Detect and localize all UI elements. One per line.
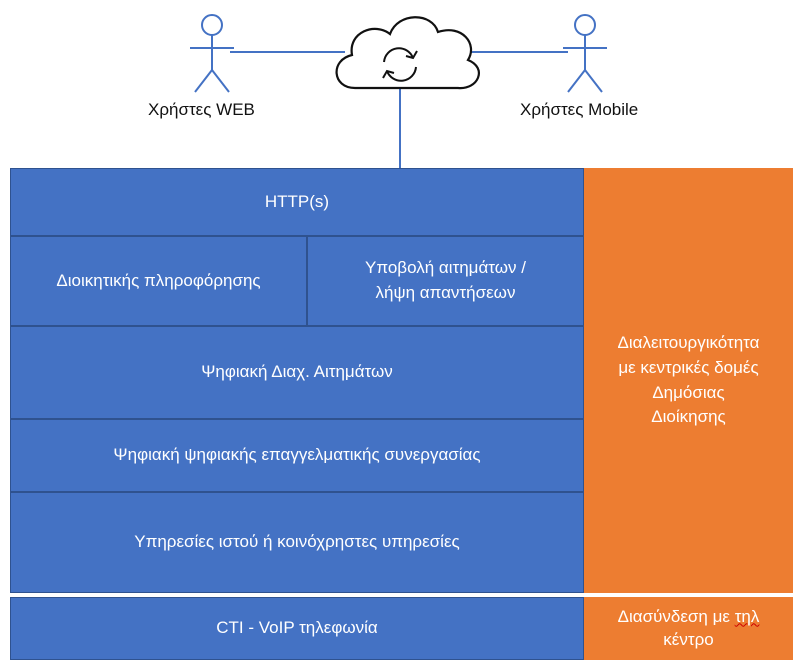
interoperability-line4: Διοίκησης bbox=[651, 407, 726, 427]
sync-icon bbox=[382, 47, 418, 82]
web-user-person-icon bbox=[190, 14, 234, 93]
http-label: HTTP(s) bbox=[264, 191, 330, 211]
submit-requests-line1: Υποβολή αιτημάτων / bbox=[365, 258, 526, 278]
submit-requests-block: Υποβολή αιτημάτων / λήψη απαντήσεων bbox=[307, 236, 584, 326]
web-services-block: Υπηρεσίες ιστού ή κοινόχρηστες υπηρεσίες bbox=[10, 492, 584, 593]
call-center-line2: κέντρο bbox=[663, 629, 714, 649]
call-center-line1-abbrev: τηλ bbox=[734, 606, 760, 626]
interoperability-line1: Διαλειτουργικότητα bbox=[617, 333, 760, 353]
mobile-users-label: Χρήστες Mobile bbox=[520, 100, 639, 119]
digital-management-label: Ψηφιακή Διαχ. Αιτημάτων bbox=[201, 362, 393, 382]
collaboration-label: Ψηφιακή ψηφιακής επαγγελματικής συνεργασ… bbox=[113, 445, 481, 465]
admin-info-block: Διοικητικής πληροφόρησης bbox=[10, 236, 307, 326]
cti-voip-label: CTI - VoIP τηλεφωνία bbox=[216, 618, 378, 638]
submit-requests-line2: λήψη απαντήσεων bbox=[375, 283, 516, 302]
call-center-line1-text: Διασύνδεση με bbox=[617, 606, 735, 626]
call-center-block: Διασύνδεση με τηλ κέντρο bbox=[584, 597, 793, 660]
web-users-label: Χρήστες WEB bbox=[148, 100, 255, 119]
interoperability-block: Διαλειτουργικότητα με κεντρικές δομές Δη… bbox=[584, 168, 793, 593]
cti-voip-block: CTI - VoIP τηλεφωνία bbox=[10, 597, 584, 660]
cloud-icon bbox=[335, 16, 480, 90]
admin-info-label: Διοικητικής πληροφόρησης bbox=[56, 270, 261, 290]
call-center-line1: Διασύνδεση με τηλ bbox=[618, 606, 760, 629]
mobile-user-person-icon bbox=[563, 14, 607, 93]
interoperability-line2: με κεντρικές δομές bbox=[618, 357, 759, 377]
interoperability-line3: Δημόσιας bbox=[652, 382, 725, 402]
web-services-label: Υπηρεσίες ιστού ή κοινόχρηστες υπηρεσίες bbox=[134, 532, 460, 552]
top-diagram bbox=[190, 14, 607, 170]
digital-management-block: Ψηφιακή Διαχ. Αιτημάτων bbox=[10, 326, 584, 419]
http-block: HTTP(s) bbox=[10, 168, 584, 236]
collaboration-block: Ψηφιακή ψηφιακής επαγγελματικής συνεργασ… bbox=[10, 419, 584, 492]
